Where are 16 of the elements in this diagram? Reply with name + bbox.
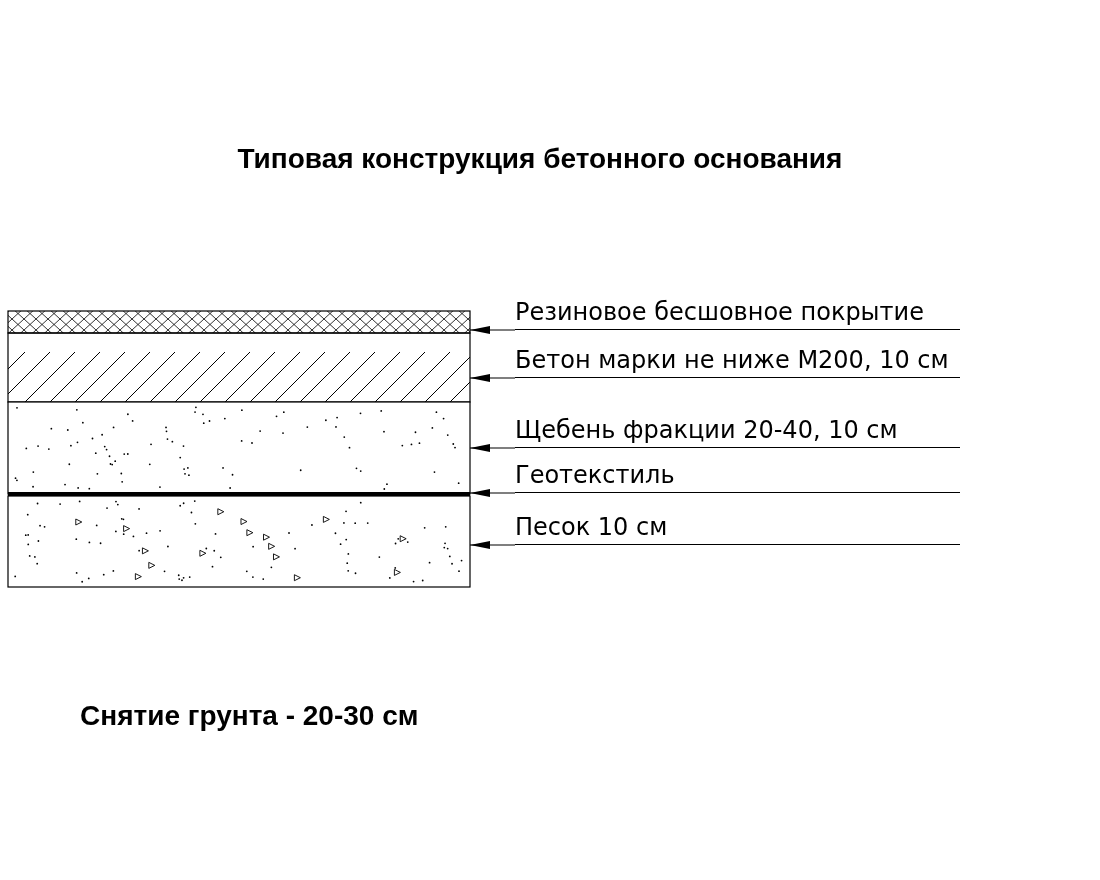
layer-label: Щебень фракции 20-40, 10 см (515, 415, 960, 448)
leader-line (469, 444, 516, 452)
material-layer (7, 332, 471, 403)
leader-line (469, 326, 516, 334)
title: Типовая конструкция бетонного основания (236, 143, 844, 175)
leader-line (469, 489, 516, 497)
leader-line (469, 374, 516, 382)
leader-line (469, 541, 516, 549)
material-layer (7, 310, 471, 334)
material-layer (7, 401, 471, 495)
layer-label: Бетон марки не ниже М200, 10 см (515, 345, 960, 378)
layer-label: Песок 10 см (515, 512, 960, 545)
material-layer (7, 495, 471, 588)
note: Снятие грунта - 20-30 см (80, 700, 419, 732)
layer-label: Резиновое бесшовное покрытие (515, 297, 960, 330)
layer-label: Геотекстиль (515, 460, 960, 493)
